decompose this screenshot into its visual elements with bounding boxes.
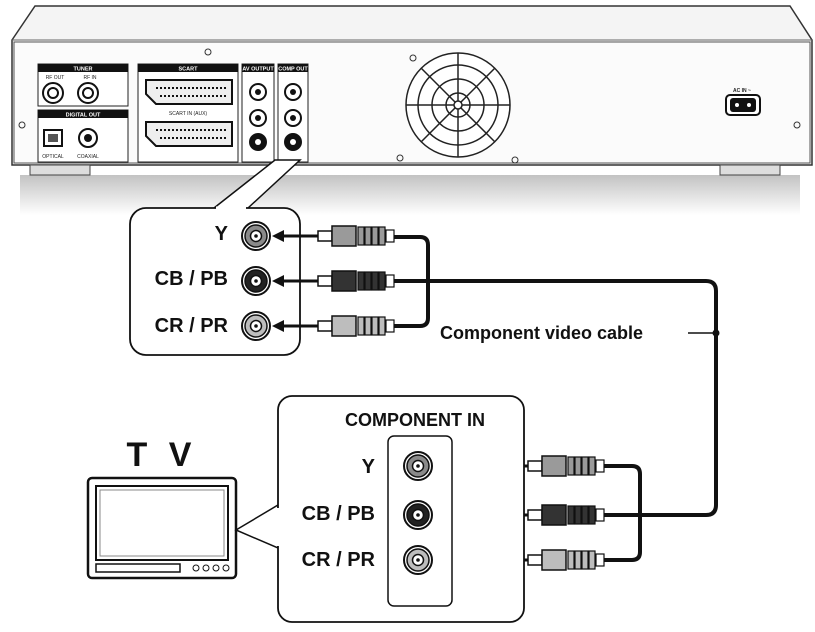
scart-block: SCART SCART IN (AUX) <box>137 63 239 163</box>
player-y-arrow <box>272 230 318 242</box>
tv-pr-label: CR / PR <box>302 549 376 571</box>
player-pb-plug[interactable] <box>317 270 395 292</box>
optical-label: OPTICAL <box>42 154 64 160</box>
player-pr-plug[interactable] <box>317 315 395 337</box>
recorder-back-panel: TUNER RF OUT RF IN DIGITAL OUT OPTICAL C… <box>11 5 813 215</box>
digital-out-block: DIGITAL OUT OPTICAL COAXIAL <box>37 109 129 163</box>
tv-device: T V <box>86 436 279 580</box>
av-output-label: AV OUTPUT <box>242 67 274 73</box>
comp-out-label: COMP OUT <box>278 67 308 73</box>
digital-out-label: DIGITAL OUT <box>66 113 101 119</box>
ac-in-label: AC IN ~ <box>733 88 751 94</box>
comp-out-block: COMP OUT <box>277 63 309 163</box>
tv-pb-jack[interactable] <box>403 500 433 530</box>
component-in-title: COMPONENT IN <box>345 410 485 430</box>
rf-out-label: RF OUT <box>46 75 65 81</box>
player-y-jack[interactable] <box>241 221 271 251</box>
tv-pr-plug[interactable] <box>527 549 605 571</box>
tv-jacks <box>403 451 433 575</box>
coaxial-label: COAXIAL <box>77 154 99 160</box>
player-pb-jack[interactable] <box>241 266 271 296</box>
player-plugs <box>272 225 395 337</box>
tv-y-label: Y <box>362 456 376 478</box>
tv-callout: COMPONENT IN Y CB / PB CR / PR <box>276 395 525 623</box>
player-pb-arrow <box>272 275 318 287</box>
av-output-block: AV OUTPUT <box>241 63 275 163</box>
ac-inlet[interactable] <box>730 98 756 112</box>
tv-pb-plug[interactable] <box>527 504 605 526</box>
player-y-label: Y <box>215 223 229 245</box>
player-y-plug[interactable] <box>317 225 395 247</box>
scart-out-connector[interactable] <box>145 79 233 105</box>
tuner-block: TUNER RF OUT RF IN <box>37 63 129 107</box>
cable-label-group: Component video cable <box>440 323 720 343</box>
tv-y-plug[interactable] <box>527 455 605 477</box>
player-pr-arrow <box>272 320 318 332</box>
scart-in-connector[interactable] <box>145 121 233 147</box>
player-jacks <box>241 221 271 341</box>
tv-pb-label: CB / PB <box>302 503 375 525</box>
cable-label: Component video cable <box>440 323 643 343</box>
ac-in-socket: AC IN ~ <box>725 88 761 116</box>
player-pr-jack[interactable] <box>241 311 271 341</box>
fan-grille <box>405 52 511 158</box>
scart-label: SCART <box>179 67 199 73</box>
tv-y-jack[interactable] <box>403 451 433 481</box>
tuner-label: TUNER <box>74 67 93 73</box>
player-callout: Y CB / PB CR / PR <box>129 159 302 356</box>
player-pr-label: CR / PR <box>155 315 229 337</box>
tv-title: T V <box>127 436 198 474</box>
rf-in-label: RF IN <box>83 75 96 81</box>
scart-in-label: SCART IN (AUX) <box>169 111 207 117</box>
player-pb-label: CB / PB <box>155 268 228 290</box>
tv-pr-jack[interactable] <box>403 545 433 575</box>
